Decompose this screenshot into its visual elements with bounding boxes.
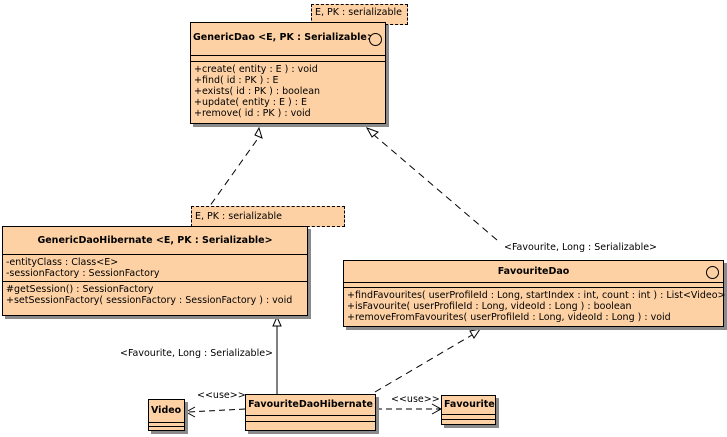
binding-label-favouritedao: <Favourite, Long : Serializable> (504, 242, 658, 253)
interface-circle-icon (706, 266, 719, 279)
use-label-favourite: <<use>> (391, 394, 440, 405)
genericdaohibernate-type-parameters: E, PK : serializable (191, 206, 345, 227)
binding-label-favouritedaohibernate: <Favourite, Long : Serializable> (120, 348, 274, 359)
class-favouritedao[interactable]: FavouriteDao +findFavourites( userProfil… (343, 260, 726, 327)
class-video[interactable]: Video (148, 399, 185, 431)
video-name: Video (151, 405, 182, 416)
video-attributes (149, 422, 184, 426)
favouritedaohibernate-attributes (246, 415, 375, 421)
genericdao-attributes (191, 55, 385, 61)
genericdaohibernate-attributes: -entityClass : Class<E> -sessionFactory … (3, 254, 307, 281)
operation: +isFavourite( userProfileId : Long, vide… (347, 301, 632, 312)
operation: +remove( id : PK ) : void (194, 108, 311, 119)
genericdaohibernate-operations: #getSession() : SessionFactory +setSessi… (3, 281, 307, 308)
favouritedaohibernate-name: FavouriteDaoHibernate (248, 399, 373, 410)
attribute: -sessionFactory : SessionFactory (6, 268, 160, 279)
dependency-use-video (184, 406, 246, 418)
genericdao-name: GenericDao <E, PK : Serializable> (193, 32, 375, 43)
operation: +create( entity : E ) : void (194, 64, 318, 75)
operation: #getSession() : SessionFactory (6, 284, 154, 295)
genericdao-operations: +create( entity : E ) : void +find( id :… (191, 61, 385, 121)
operation: +find( id : PK ) : E (194, 75, 279, 86)
class-favouritedaohibernate[interactable]: FavouriteDaoHibernate (245, 394, 376, 431)
class-favourite[interactable]: Favourite (441, 395, 496, 425)
favouritedao-operations: +findFavourites( userProfileId : Long, s… (344, 287, 726, 325)
favouritedao-attributes (344, 282, 723, 287)
favourite-name: Favourite (444, 399, 495, 410)
operation: +setSessionFactory( sessionFactory : Ses… (6, 295, 293, 306)
operation: +findFavourites( userProfileId : Long, s… (347, 290, 726, 301)
operation: +update( entity : E ) : E (194, 97, 307, 108)
use-label-video: <<use>> (197, 390, 246, 401)
genericdaohibernate-name: GenericDaoHibernate <E, PK : Serializabl… (37, 235, 273, 246)
favouritedaohibernate-operations (246, 421, 375, 427)
favourite-attributes (442, 414, 495, 419)
favourite-operations (442, 419, 495, 423)
generalization-favdaohib-to-genericdaohibernate (272, 315, 282, 394)
operation: +removeFromFavourites( userProfileId : L… (347, 312, 671, 323)
realization-favdaohib-to-favouritedao (374, 328, 482, 393)
operation: +exists( id : PK ) : boolean (194, 86, 321, 97)
realization-favouritedao-to-genericdao (365, 127, 498, 241)
interface-circle-icon (369, 33, 382, 46)
class-genericdao[interactable]: GenericDao <E, PK : Serializable> +creat… (190, 22, 386, 124)
video-operations (149, 426, 184, 430)
class-genericdaohibernate[interactable]: GenericDaoHibernate <E, PK : Serializabl… (2, 226, 308, 316)
attribute: -entityClass : Class<E> (6, 257, 119, 268)
favouritedao-name: FavouriteDao (497, 266, 570, 277)
